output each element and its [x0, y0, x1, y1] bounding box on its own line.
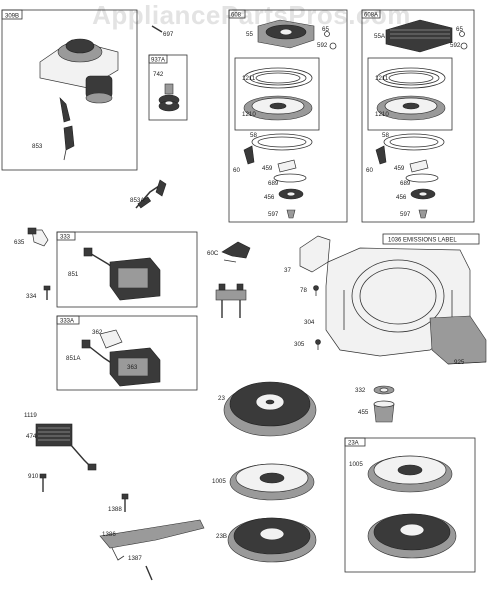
part-1005-23A: 1005	[349, 461, 363, 468]
part-60C: 60C	[207, 250, 219, 257]
part-459-608: 459	[262, 165, 273, 172]
part-456-608: 456	[264, 194, 275, 201]
box-309B: 309B	[1, 9, 138, 171]
part-23B: 23B	[216, 533, 227, 540]
bracket-1386-drawing	[99, 493, 205, 581]
part-37: 37	[284, 267, 291, 274]
part-304: 304	[304, 319, 315, 326]
recoil-608-drawing	[243, 19, 337, 219]
box-23A: 23A	[344, 437, 476, 573]
part-1386: 1386	[102, 531, 116, 538]
part-305: 305	[294, 341, 305, 348]
watermark: AppliancePartsPros.com	[92, 0, 411, 30]
part-334: 334	[26, 293, 37, 300]
fan-1005-drawing	[229, 463, 315, 501]
part-1210-608A: 1210	[375, 111, 389, 118]
part-597-608A: 597	[400, 211, 411, 218]
part-635: 635	[14, 239, 25, 246]
nut-332-455-drawing	[373, 385, 395, 423]
part-23: 23	[218, 395, 225, 402]
part-65-608: 65	[322, 26, 329, 33]
part-1211-608A: 1211	[375, 75, 389, 82]
svg-text:608: 608	[231, 13, 242, 19]
wire-853A-drawing	[135, 179, 167, 209]
svg-text:937A: 937A	[151, 58, 165, 64]
emissions-label-box: 1036 EMISSIONS LABEL	[382, 233, 480, 245]
part-851A: 851A	[66, 355, 81, 362]
part-853A: 853A	[130, 197, 145, 204]
part-592-608: 592	[317, 42, 328, 49]
svg-text:333: 333	[60, 235, 71, 241]
fan-23A-drawing	[367, 455, 457, 559]
svg-text:1036 EMISSIONS LABEL: 1036 EMISSIONS LABEL	[388, 238, 457, 244]
blower-housing-drawing	[299, 235, 487, 365]
part-689-608A: 689	[400, 180, 411, 187]
svg-text:309B: 309B	[5, 14, 19, 20]
plug-635-drawing	[27, 227, 49, 247]
part-55A: 55A	[374, 33, 386, 40]
part-1211-608: 1211	[242, 75, 256, 82]
coil-333A-drawing	[81, 329, 161, 387]
part-1388: 1388	[108, 506, 122, 513]
part-1119: 1119	[24, 412, 37, 419]
part-65-608A: 65	[456, 26, 463, 33]
part-55: 55	[246, 31, 253, 38]
part-456-608A: 456	[396, 194, 407, 201]
part-851: 851	[68, 271, 79, 278]
part-455: 455	[358, 409, 369, 416]
screw-334-drawing	[43, 285, 51, 300]
cylinder-474-drawing	[35, 423, 97, 492]
part-853: 853	[32, 143, 43, 150]
box-937A: 937A	[148, 54, 188, 121]
coil-333-drawing	[83, 247, 161, 301]
part-474: 474	[26, 433, 37, 440]
svg-text:333A: 333A	[60, 319, 74, 325]
box-333: 333	[56, 231, 198, 308]
part-1387: 1387	[128, 555, 142, 562]
part-742: 742	[153, 71, 164, 78]
part-910: 910	[28, 473, 39, 480]
part-363: 363	[127, 364, 138, 371]
box-333A: 333A	[56, 315, 198, 391]
pin-697	[151, 25, 163, 33]
part-925: 925	[454, 359, 465, 366]
bracket-60C-drawing	[221, 241, 251, 263]
part-78: 78	[300, 287, 307, 294]
svg-text:23A: 23A	[348, 441, 359, 447]
flywheel-23B-drawing	[227, 517, 317, 563]
part-362: 362	[92, 329, 103, 336]
part-592-608A: 592	[450, 42, 461, 49]
part-60-608: 60	[233, 167, 240, 174]
clamp-drawing	[215, 283, 247, 318]
gear-937A-drawing	[158, 83, 180, 112]
box-608A: 608A	[361, 9, 475, 223]
part-459-608A: 459	[394, 165, 405, 172]
part-597-608: 597	[268, 211, 279, 218]
part-689-608: 689	[268, 180, 279, 187]
box-608: 608	[228, 9, 348, 223]
part-1005-left: 1005	[212, 478, 226, 485]
part-58-608A: 58	[382, 132, 389, 139]
recoil-608A-drawing	[375, 19, 468, 219]
svg-text:608A: 608A	[364, 13, 378, 19]
starter-motor-drawing	[39, 38, 119, 161]
part-697: 697	[163, 31, 174, 38]
flywheel-23-drawing	[223, 381, 317, 437]
part-60-608A: 60	[366, 167, 373, 174]
part-58-608: 58	[250, 132, 257, 139]
part-1210-608: 1210	[242, 111, 256, 118]
part-332: 332	[355, 387, 366, 394]
